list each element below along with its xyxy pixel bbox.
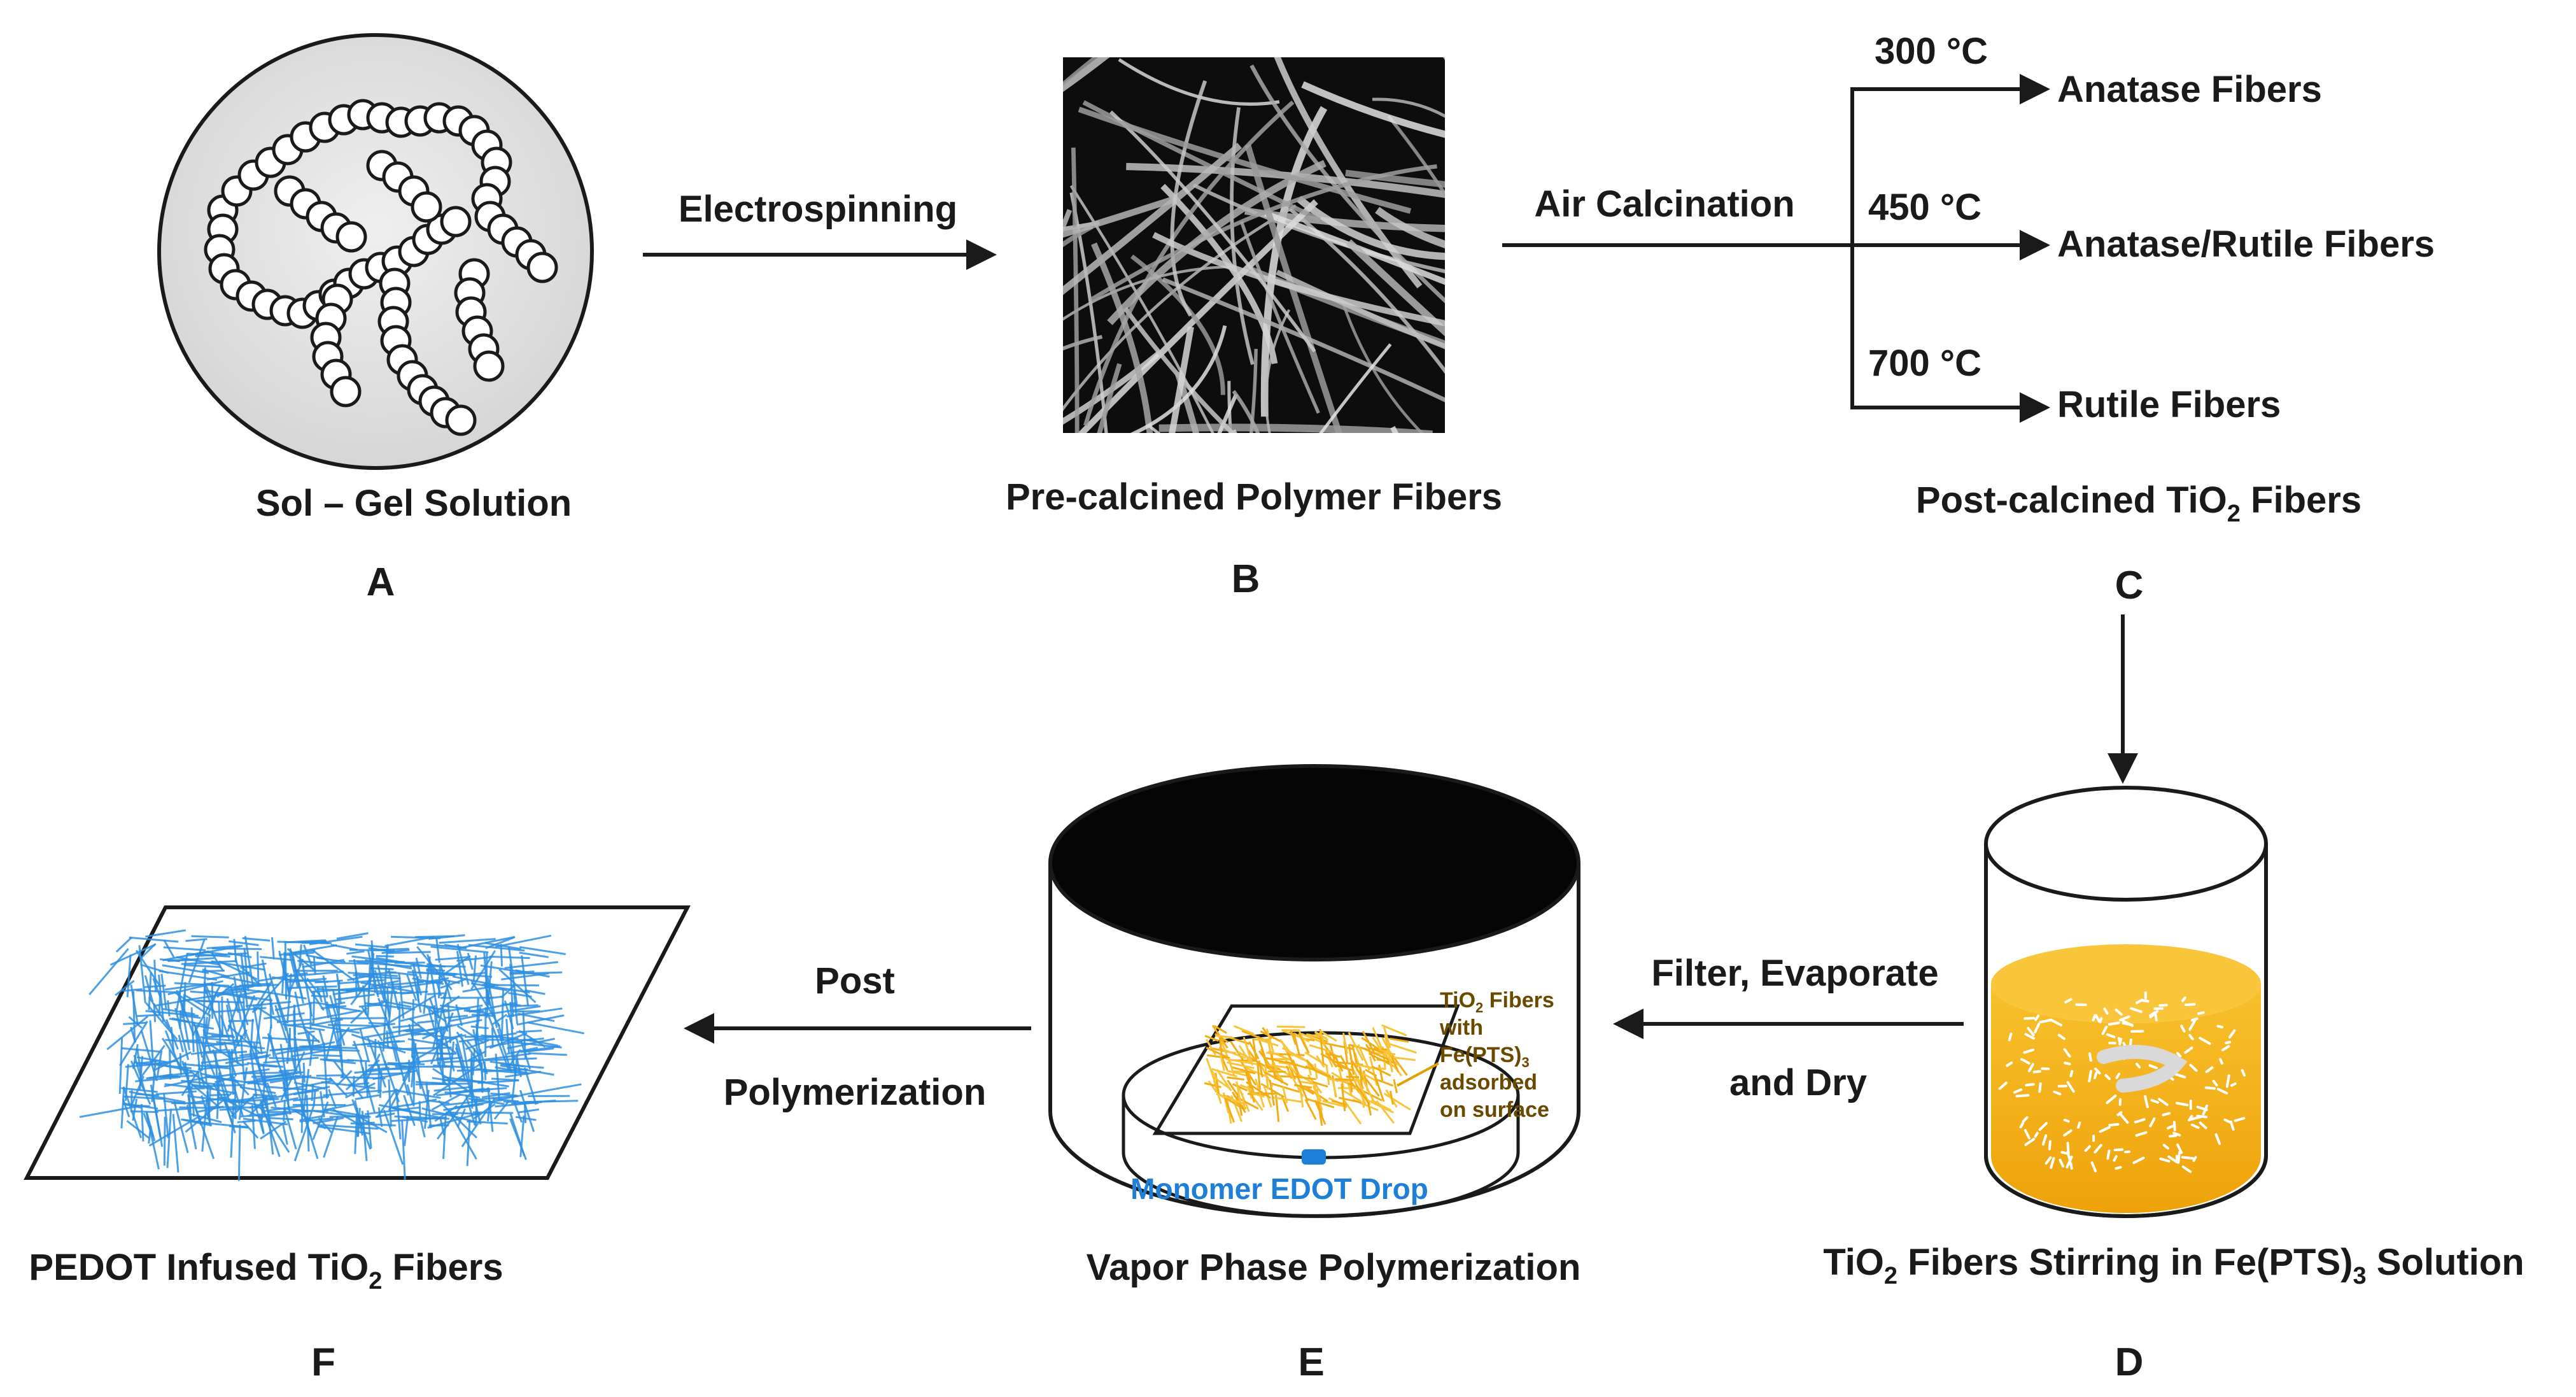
substrate-sheet <box>1152 1004 1460 1135</box>
stage-e-letter: E <box>1298 1340 1324 1384</box>
arrow-electrospinning: Electrospinning <box>643 188 997 270</box>
stage-b-label: Pre-calcined Polymer Fibers <box>1006 476 1502 518</box>
stage-f: PEDOT Infused TiO2 Fibers F <box>24 905 691 1384</box>
arrow-air-calcination: Air Calcination 300 °C Anatase Fibers 45… <box>1502 31 2435 425</box>
stage-a-letter: A <box>367 560 395 604</box>
callout-note-2: with <box>1439 1016 1483 1040</box>
stage-c-label: Post-calcined TiO2 Fibers <box>1916 479 2361 527</box>
stage-b: Pre-calcined Polymer Fibers B <box>1006 57 1502 601</box>
tio2-fiber-particles-icon <box>1998 991 2246 1174</box>
callout-note-3: Fe(PTS)3 <box>1440 1043 1530 1070</box>
stage-f-label: PEDOT Infused TiO2 Fibers <box>29 1247 503 1294</box>
polymerization-label: Polymerization <box>724 1072 987 1113</box>
stage-d-letter: D <box>2115 1340 2144 1384</box>
solution-surface <box>1991 944 2261 1023</box>
fiber-mesh-icon <box>1063 57 1445 433</box>
branch-temp-450: 450 °C <box>1868 187 1981 228</box>
arrow-post-polymerization: Post Polymerization <box>684 960 1031 1113</box>
edot-drop-label: Monomer EDOT Drop <box>1130 1172 1428 1205</box>
and-dry-label: and Dry <box>1729 1062 1867 1103</box>
post-label: Post <box>815 960 895 1002</box>
stage-e-label: Vapor Phase Polymerization <box>1087 1247 1581 1288</box>
filter-evaporate-label: Filter, Evaporate <box>1651 953 1938 994</box>
branch-product-rutile: Rutile Fibers <box>2057 384 2281 425</box>
edot-drop-icon <box>1302 1149 1326 1165</box>
substrate-plane <box>24 905 691 1180</box>
electrospinning-label: Electrospinning <box>679 188 957 230</box>
callout-line <box>1397 1062 1439 1087</box>
stage-a: Sol – Gel Solution A <box>157 33 594 604</box>
solution-fill <box>1991 984 2261 1213</box>
pedot-fiber-mesh-icon <box>79 929 584 1181</box>
air-calcination-label: Air Calcination <box>1534 183 1794 225</box>
arrow-filter-evaporate: Filter, Evaporate and Dry <box>1613 953 1964 1103</box>
branch-temp-700: 700 °C <box>1868 343 1981 384</box>
branch-product-anatase: Anatase Fibers <box>2057 69 2322 110</box>
stage-b-letter: B <box>1232 557 1260 601</box>
stir-bar-icon <box>2097 1045 2188 1093</box>
stage-e: Monomer EDOT Drop TiO2 Fibers with Fe(PT… <box>1048 764 1581 1384</box>
stage-f-letter: F <box>311 1340 335 1384</box>
branch-product-anatase-rutile: Anatase/Rutile Fibers <box>2057 223 2435 265</box>
callout-note-1: TiO2 Fibers <box>1440 988 1554 1016</box>
branch-temp-300: 300 °C <box>1875 31 1988 72</box>
chamber-lid <box>1048 764 1580 961</box>
stage-c-letter: C <box>2115 564 2144 607</box>
inner-dish <box>1122 1095 1520 1218</box>
callout-note-4: adsorbed <box>1440 1070 1537 1095</box>
stage-a-label: Sol – Gel Solution <box>256 483 572 524</box>
stage-c: Post-calcined TiO2 Fibers C <box>1916 479 2361 607</box>
beaker-rim <box>1984 786 2268 902</box>
polymer-bead-chain-icon <box>204 99 558 436</box>
callout-note-5: on surface <box>1440 1098 1549 1122</box>
stage-d-label: TiO2 Fibers Stirring in Fe(PTS)3 Solutio… <box>1823 1242 2524 1289</box>
stage-d: TiO2 Fibers Stirring in Fe(PTS)3 Solutio… <box>1823 786 2524 1384</box>
orange-fiber-mat-icon <box>1204 1024 1417 1126</box>
